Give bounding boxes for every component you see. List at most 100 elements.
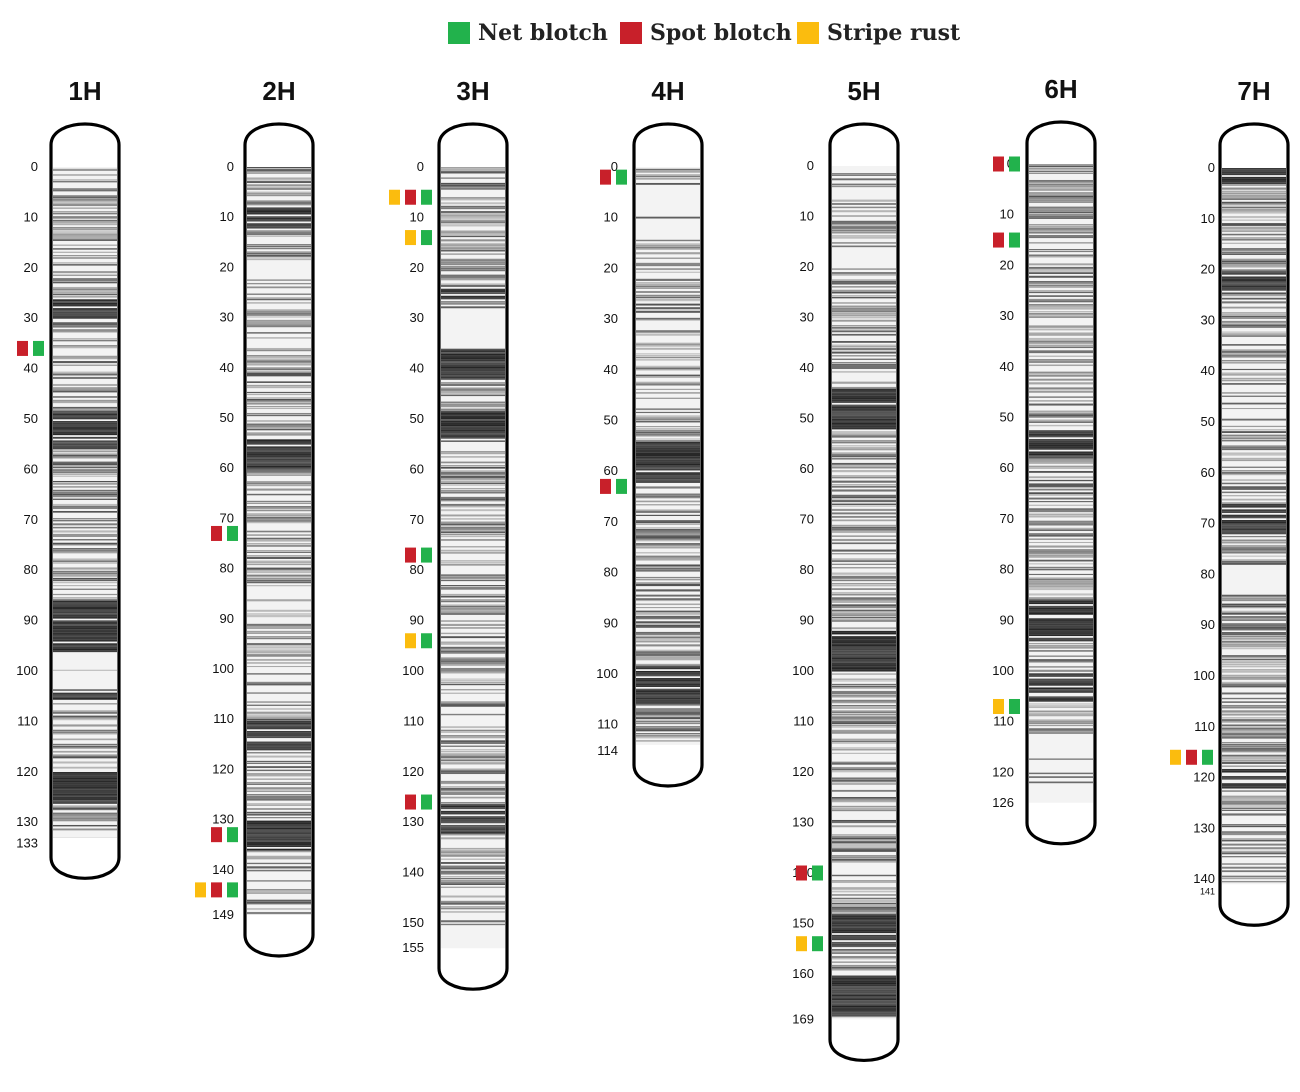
band	[832, 857, 896, 859]
band	[441, 837, 505, 840]
band	[832, 574, 896, 576]
band	[441, 576, 505, 579]
band	[832, 717, 896, 719]
band	[1222, 824, 1286, 826]
band	[441, 262, 505, 264]
band	[832, 280, 896, 283]
band	[441, 664, 505, 666]
band	[636, 688, 700, 691]
band	[636, 729, 700, 732]
band	[832, 477, 896, 479]
band	[832, 763, 896, 765]
tick-label: 110	[17, 713, 38, 728]
band	[1222, 203, 1286, 205]
band	[441, 389, 505, 391]
band	[1029, 194, 1093, 197]
band	[636, 678, 700, 680]
qtl-spot-square	[796, 865, 807, 881]
band	[1029, 632, 1093, 635]
band	[441, 211, 505, 214]
band	[832, 434, 896, 437]
band	[53, 593, 117, 596]
band	[636, 346, 700, 348]
band	[441, 595, 505, 598]
band	[53, 406, 117, 409]
band	[441, 186, 505, 188]
band	[1222, 768, 1286, 771]
band	[636, 296, 700, 298]
band	[247, 869, 311, 872]
band	[832, 906, 896, 909]
band	[1029, 596, 1093, 600]
band	[1029, 210, 1093, 212]
band	[636, 610, 700, 613]
band	[441, 787, 505, 791]
band	[1222, 850, 1286, 853]
band	[247, 386, 311, 389]
band	[1029, 316, 1093, 318]
band	[1029, 699, 1093, 702]
band	[441, 692, 505, 694]
legend-label: Spot blotch	[650, 20, 792, 46]
legend-swatch-spot-icon	[620, 22, 642, 44]
band	[53, 281, 117, 284]
band	[441, 472, 505, 474]
band	[832, 768, 896, 771]
band	[636, 243, 700, 246]
band	[247, 233, 311, 235]
band	[1029, 314, 1093, 317]
band	[247, 555, 311, 557]
band	[832, 752, 896, 754]
band	[247, 434, 311, 436]
band	[636, 552, 700, 554]
tick-label: 30	[604, 311, 618, 326]
band	[53, 766, 117, 769]
band	[1222, 212, 1286, 214]
band	[1029, 581, 1093, 583]
band	[832, 236, 896, 239]
tick-label: 50	[604, 413, 618, 428]
band	[1029, 612, 1093, 615]
band	[441, 382, 505, 384]
band	[832, 712, 896, 714]
band-wash	[53, 167, 117, 838]
band	[441, 518, 505, 520]
band	[441, 419, 505, 422]
band	[832, 494, 896, 497]
band	[53, 251, 117, 253]
band	[441, 413, 505, 416]
tick-label: 0	[807, 158, 814, 173]
tick-label: 140	[212, 862, 234, 877]
band	[53, 784, 117, 787]
band	[636, 465, 700, 467]
band	[441, 902, 505, 905]
band	[832, 770, 896, 773]
band	[1029, 476, 1093, 479]
band	[636, 514, 700, 516]
band	[1222, 194, 1286, 197]
band	[832, 395, 896, 398]
tick-label: 110	[793, 714, 814, 729]
band	[832, 319, 896, 322]
tick-label: 90	[1000, 612, 1014, 627]
band	[441, 431, 505, 434]
band	[247, 226, 311, 229]
tick-label: 50	[410, 411, 424, 426]
band	[832, 687, 896, 689]
band	[247, 560, 311, 563]
band	[441, 498, 505, 501]
band	[247, 442, 311, 445]
band	[247, 316, 311, 318]
band	[441, 223, 505, 225]
band	[441, 883, 505, 885]
band	[247, 314, 311, 316]
band	[441, 274, 505, 277]
band	[1029, 703, 1093, 705]
band	[636, 734, 700, 737]
band	[1029, 396, 1093, 398]
band	[247, 625, 311, 627]
qtl-spot-square	[993, 232, 1004, 248]
band	[247, 363, 311, 366]
qtl-net-square	[421, 189, 432, 205]
band	[53, 574, 117, 577]
